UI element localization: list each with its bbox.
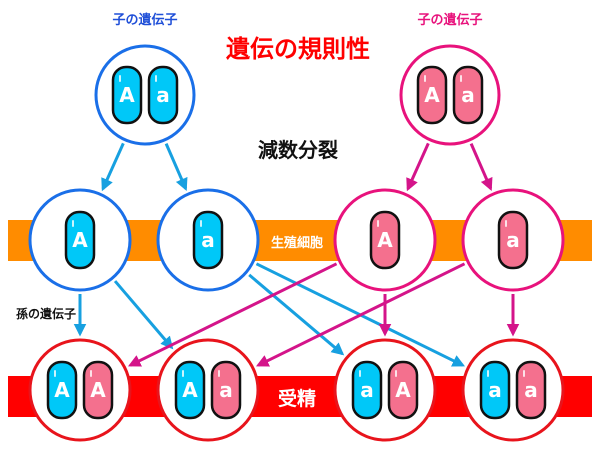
fertilization-arrow-gamete-blue-a-to-offspring-aA: [248, 273, 345, 356]
gene-pink-a: a: [210, 360, 242, 420]
fertilization-band-label: 受精: [278, 387, 316, 410]
allele-label: a: [524, 378, 538, 402]
gene-pink-A: A: [369, 210, 401, 270]
gene-blue-A: A: [64, 210, 96, 270]
cell-circle: [156, 338, 260, 442]
allele-label: a: [360, 378, 374, 402]
allele-label: a: [506, 228, 520, 252]
gene-blue-a: a: [479, 360, 511, 420]
gene-pink-a: a: [452, 65, 484, 125]
meiosis-arrow-parent-right-to-gamete-pink-A: [406, 142, 430, 192]
allele-label: a: [201, 228, 215, 252]
allele-label: A: [182, 378, 198, 402]
gene-pink-A: A: [416, 65, 448, 125]
cell-circle: [399, 44, 501, 146]
meiosis-arrow-parent-left-to-gamete-blue-a: [164, 143, 188, 191]
cell-circle: [461, 338, 565, 442]
gene-blue-a: a: [192, 210, 224, 270]
allele-label: A: [424, 83, 440, 107]
allele-label: A: [395, 378, 411, 402]
gene-blue-a: a: [147, 65, 179, 125]
allele-label: A: [54, 378, 70, 402]
allele-label: A: [377, 228, 393, 252]
page-title: 遺伝の規則性: [226, 35, 370, 63]
gamete-band-label: 生殖細胞: [271, 235, 323, 251]
allele-label: A: [72, 228, 88, 252]
cell-circle: [94, 44, 196, 146]
allele-label: A: [90, 378, 106, 402]
meiosis-arrow-parent-left-to-gamete-blue-A: [101, 142, 125, 192]
gene-blue-a: a: [351, 360, 383, 420]
cell-circle: [333, 338, 437, 442]
meiosis-label: 減数分裂: [258, 138, 338, 162]
allele-label: A: [119, 83, 135, 107]
grandchild-label: 孫の遺伝子: [16, 306, 76, 321]
fertilization-arrow-gamete-blue-A-to-offspring-Aa: [113, 280, 174, 350]
gene-pink-A: A: [82, 360, 114, 420]
allele-label: a: [156, 83, 170, 107]
gamete-pink-A: A: [333, 188, 437, 292]
gene-pink-a: a: [497, 210, 529, 270]
cell-circle: [28, 338, 132, 442]
fertilization-arrow-gamete-pink-A-to-offspring-AA: [127, 262, 338, 367]
gamete-blue-A: A: [28, 188, 132, 292]
allele-label: a: [219, 378, 233, 402]
gene-blue-A: A: [111, 65, 143, 125]
gene-blue-A: A: [174, 360, 206, 420]
gene-pink-a: a: [515, 360, 547, 420]
parent-left-label: 子の遺伝子: [112, 12, 177, 28]
parent-right-label: 子の遺伝子: [417, 12, 482, 28]
gamete-pink-a: a: [461, 188, 565, 292]
meiosis-arrow-parent-right-to-gamete-pink-a: [469, 143, 493, 191]
fertilization-arrow-gamete-pink-a-to-offspring-Aa: [255, 262, 466, 367]
allele-label: a: [488, 378, 502, 402]
gene-blue-A: A: [46, 360, 78, 420]
allele-label: a: [461, 83, 475, 107]
arrows-layer: [73, 142, 520, 367]
gene-pink-A: A: [387, 360, 419, 420]
gamete-blue-a: a: [156, 188, 260, 292]
